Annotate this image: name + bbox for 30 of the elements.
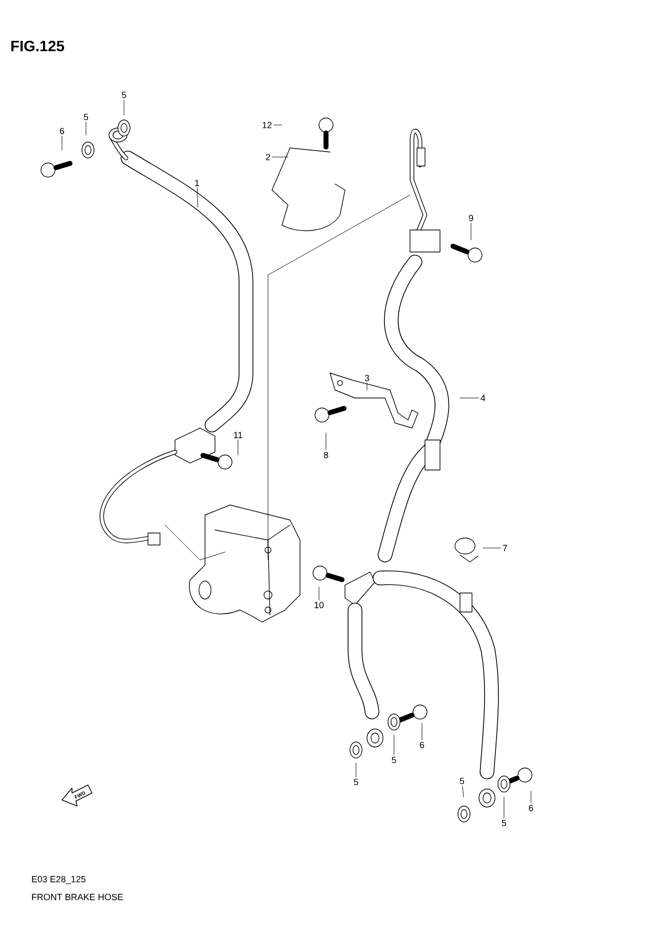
callout-number: 9	[468, 214, 474, 222]
leader-line	[366, 382, 368, 390]
callout-number: 5	[460, 778, 464, 784]
callout-number: 6	[420, 742, 424, 748]
callout-number: 5	[392, 756, 396, 764]
callout-number: 5	[354, 778, 358, 786]
leader-line	[272, 156, 288, 158]
callout-number: 6	[528, 804, 534, 812]
figure-caption: FRONT BRAKE HOSE	[32, 894, 123, 900]
leader-line	[318, 586, 320, 600]
callout-number: 7	[502, 544, 508, 552]
figure-code: E03 E28_125	[32, 876, 86, 884]
callout-number: 1	[195, 180, 200, 186]
callout-number: 3	[364, 374, 370, 382]
leader-line	[462, 786, 464, 798]
figure-title: FIG.125	[11, 40, 64, 52]
leader-line	[274, 124, 282, 126]
callout-number: 6	[60, 128, 64, 134]
leader-line	[196, 188, 198, 208]
callout-number: 5	[122, 92, 126, 98]
callout-number: 10	[314, 602, 324, 608]
callout-number: 8	[324, 452, 328, 458]
callout-number: 11	[234, 432, 242, 438]
leader-line	[530, 790, 532, 804]
leader-line	[470, 222, 472, 240]
callout-number: 2	[266, 154, 270, 160]
callout-number: 5	[502, 820, 506, 826]
callout-number: 4	[480, 394, 486, 402]
callout-number: 12	[262, 122, 272, 128]
callout-number: 5	[84, 114, 88, 120]
